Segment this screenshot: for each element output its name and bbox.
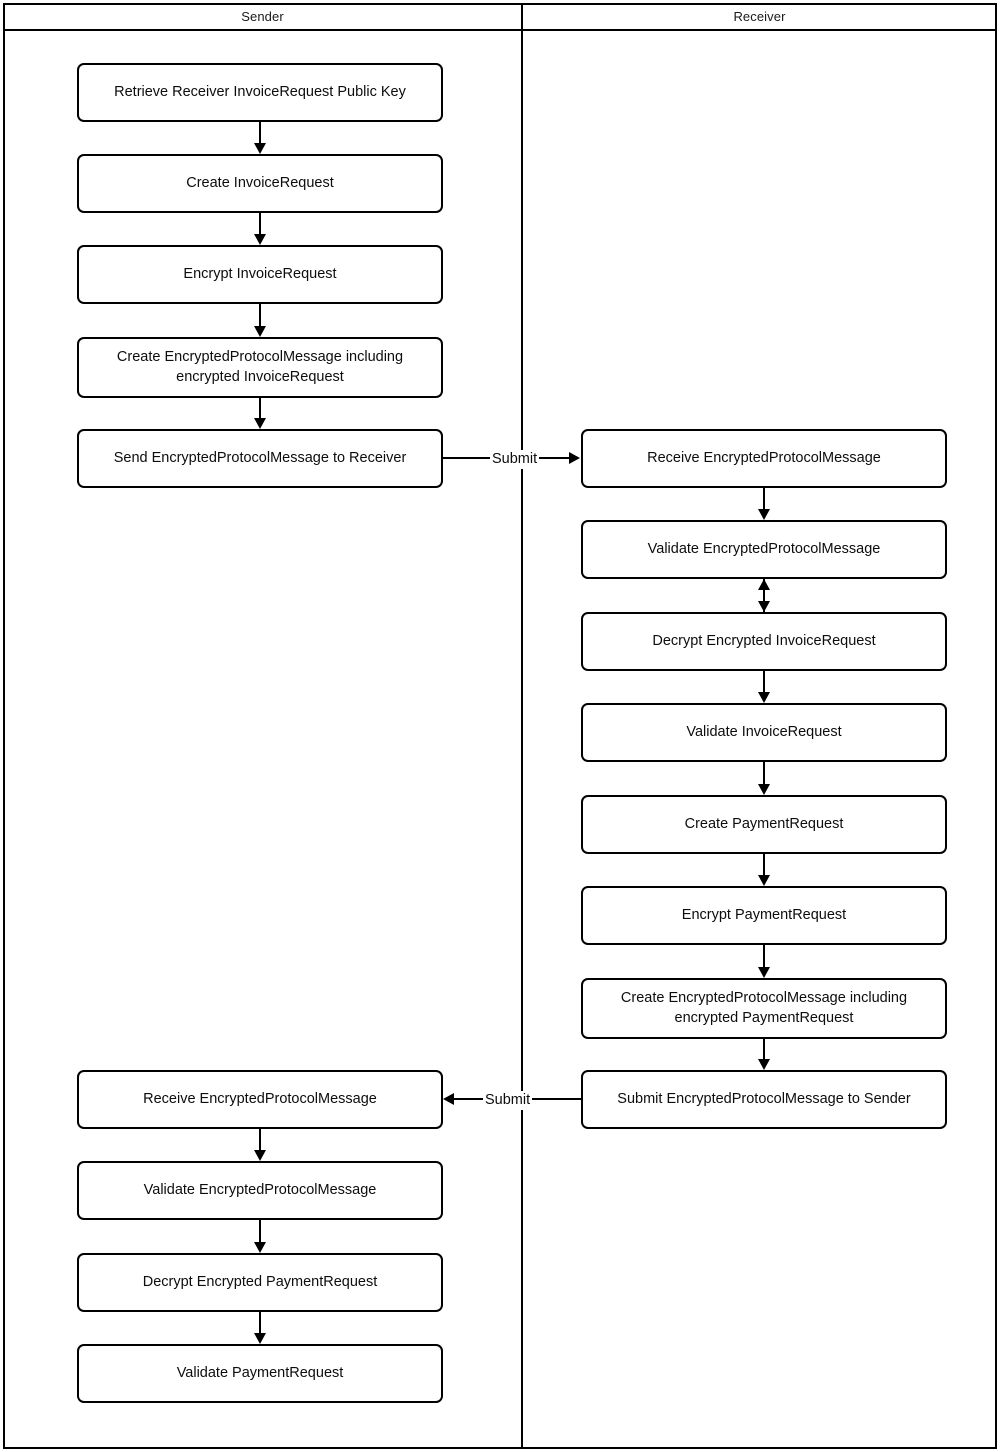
node-create-encryptedprotocolmessage-invoicerequest[interactable]: Create EncryptedProtocolMessage includin… — [77, 337, 443, 398]
connector-s1-s2 — [259, 121, 261, 144]
arrowhead-down-icon — [254, 1333, 266, 1344]
lane-header-sender-label: Sender — [241, 8, 284, 24]
connector-s4-s5 — [259, 397, 261, 419]
arrowhead-right-icon — [569, 452, 580, 464]
node-label: Send EncryptedProtocolMessage to Receive… — [113, 449, 407, 466]
node-label: Create PaymentRequest — [684, 815, 844, 832]
arrowhead-down-icon — [758, 601, 770, 612]
connector-s7-s8 — [259, 1219, 261, 1243]
connector-s2-s3 — [259, 212, 261, 235]
arrowhead-down-icon — [254, 1242, 266, 1253]
node-receiver-validate-encryptedprotocolmessage[interactable]: Validate EncryptedProtocolMessage — [581, 520, 947, 579]
lane-header-receiver: Receiver — [522, 3, 997, 29]
node-receiver-receive-encryptedprotocolmessage[interactable]: Receive EncryptedProtocolMessage — [581, 429, 947, 488]
arrowhead-down-icon — [254, 418, 266, 429]
node-label: Create InvoiceRequest — [186, 174, 334, 191]
node-retrieve-receiver-invoicerequest-public-key[interactable]: Retrieve Receiver InvoiceRequest Public … — [77, 63, 443, 122]
arrowhead-down-icon — [758, 967, 770, 978]
node-label: Receive EncryptedProtocolMessage — [143, 1090, 377, 1107]
arrowhead-up-icon — [758, 579, 770, 590]
connector-r6-r7 — [763, 945, 765, 968]
node-encrypt-invoicerequest[interactable]: Encrypt InvoiceRequest — [77, 245, 443, 304]
node-label: Validate InvoiceRequest — [686, 723, 842, 740]
node-validate-paymentrequest[interactable]: Validate PaymentRequest — [77, 1344, 443, 1403]
node-create-encryptedprotocolmessage-paymentrequest[interactable]: Create EncryptedProtocolMessage includin… — [581, 978, 947, 1039]
arrowhead-down-icon — [254, 1150, 266, 1161]
node-label: Validate PaymentRequest — [176, 1364, 344, 1381]
node-validate-invoicerequest[interactable]: Validate InvoiceRequest — [581, 703, 947, 762]
node-label: Submit EncryptedProtocolMessage to Sende… — [617, 1090, 911, 1107]
arrowhead-down-icon — [758, 875, 770, 886]
node-submit-encryptedprotocolmessage-to-sender[interactable]: Submit EncryptedProtocolMessage to Sende… — [581, 1070, 947, 1129]
node-sender-receive-encryptedprotocolmessage[interactable]: Receive EncryptedProtocolMessage — [77, 1070, 443, 1129]
arrowhead-down-icon — [758, 692, 770, 703]
node-label: Receive EncryptedProtocolMessage — [647, 449, 881, 466]
arrowhead-down-icon — [254, 234, 266, 245]
node-create-invoicerequest[interactable]: Create InvoiceRequest — [77, 154, 443, 213]
node-label: Decrypt Encrypted InvoiceRequest — [652, 632, 876, 649]
node-sender-validate-encryptedprotocolmessage[interactable]: Validate EncryptedProtocolMessage — [77, 1161, 443, 1220]
lane-header-sender: Sender — [3, 3, 522, 29]
arrowhead-down-icon — [254, 143, 266, 154]
swimlane-header-row: Sender Receiver — [3, 3, 997, 31]
arrowhead-down-icon — [758, 1059, 770, 1070]
node-create-paymentrequest[interactable]: Create PaymentRequest — [581, 795, 947, 854]
node-label: Retrieve Receiver InvoiceRequest Public … — [114, 83, 406, 100]
connector-r4-r5 — [763, 762, 765, 785]
node-label: Create EncryptedProtocolMessage includin… — [620, 989, 908, 1026]
node-label: Decrypt Encrypted PaymentRequest — [142, 1273, 378, 1290]
arrowhead-left-icon — [443, 1093, 454, 1105]
node-decrypt-encrypted-paymentrequest[interactable]: Decrypt Encrypted PaymentRequest — [77, 1253, 443, 1312]
node-label: Create EncryptedProtocolMessage includin… — [116, 348, 404, 385]
connector-r5-r6 — [763, 853, 765, 876]
connector-s6-s7 — [259, 1128, 261, 1151]
node-label: Encrypt InvoiceRequest — [183, 265, 337, 282]
arrowhead-down-icon — [758, 784, 770, 795]
node-label: Validate EncryptedProtocolMessage — [143, 1181, 377, 1198]
connector-r2-r3-bidirectional — [763, 579, 765, 612]
edge-label-submit-to-receiver: Submit — [490, 450, 540, 469]
node-label: Encrypt PaymentRequest — [681, 906, 847, 923]
arrowhead-down-icon — [758, 509, 770, 520]
connector-s3-s4 — [259, 303, 261, 327]
node-encrypt-paymentrequest[interactable]: Encrypt PaymentRequest — [581, 886, 947, 945]
edge-label-submit-to-sender: Submit — [483, 1091, 533, 1110]
connector-r1-r2 — [763, 487, 765, 510]
lane-divider — [521, 3, 523, 1449]
node-send-encryptedprotocolmessage-to-receiver[interactable]: Send EncryptedProtocolMessage to Receive… — [77, 429, 443, 488]
connector-s8-s9 — [259, 1311, 261, 1334]
node-label: Validate EncryptedProtocolMessage — [647, 540, 881, 557]
node-decrypt-encrypted-invoicerequest[interactable]: Decrypt Encrypted InvoiceRequest — [581, 612, 947, 671]
connector-r7-r8 — [763, 1038, 765, 1060]
arrowhead-down-icon — [254, 326, 266, 337]
lane-header-receiver-label: Receiver — [733, 8, 786, 24]
connector-r3-r4 — [763, 670, 765, 693]
